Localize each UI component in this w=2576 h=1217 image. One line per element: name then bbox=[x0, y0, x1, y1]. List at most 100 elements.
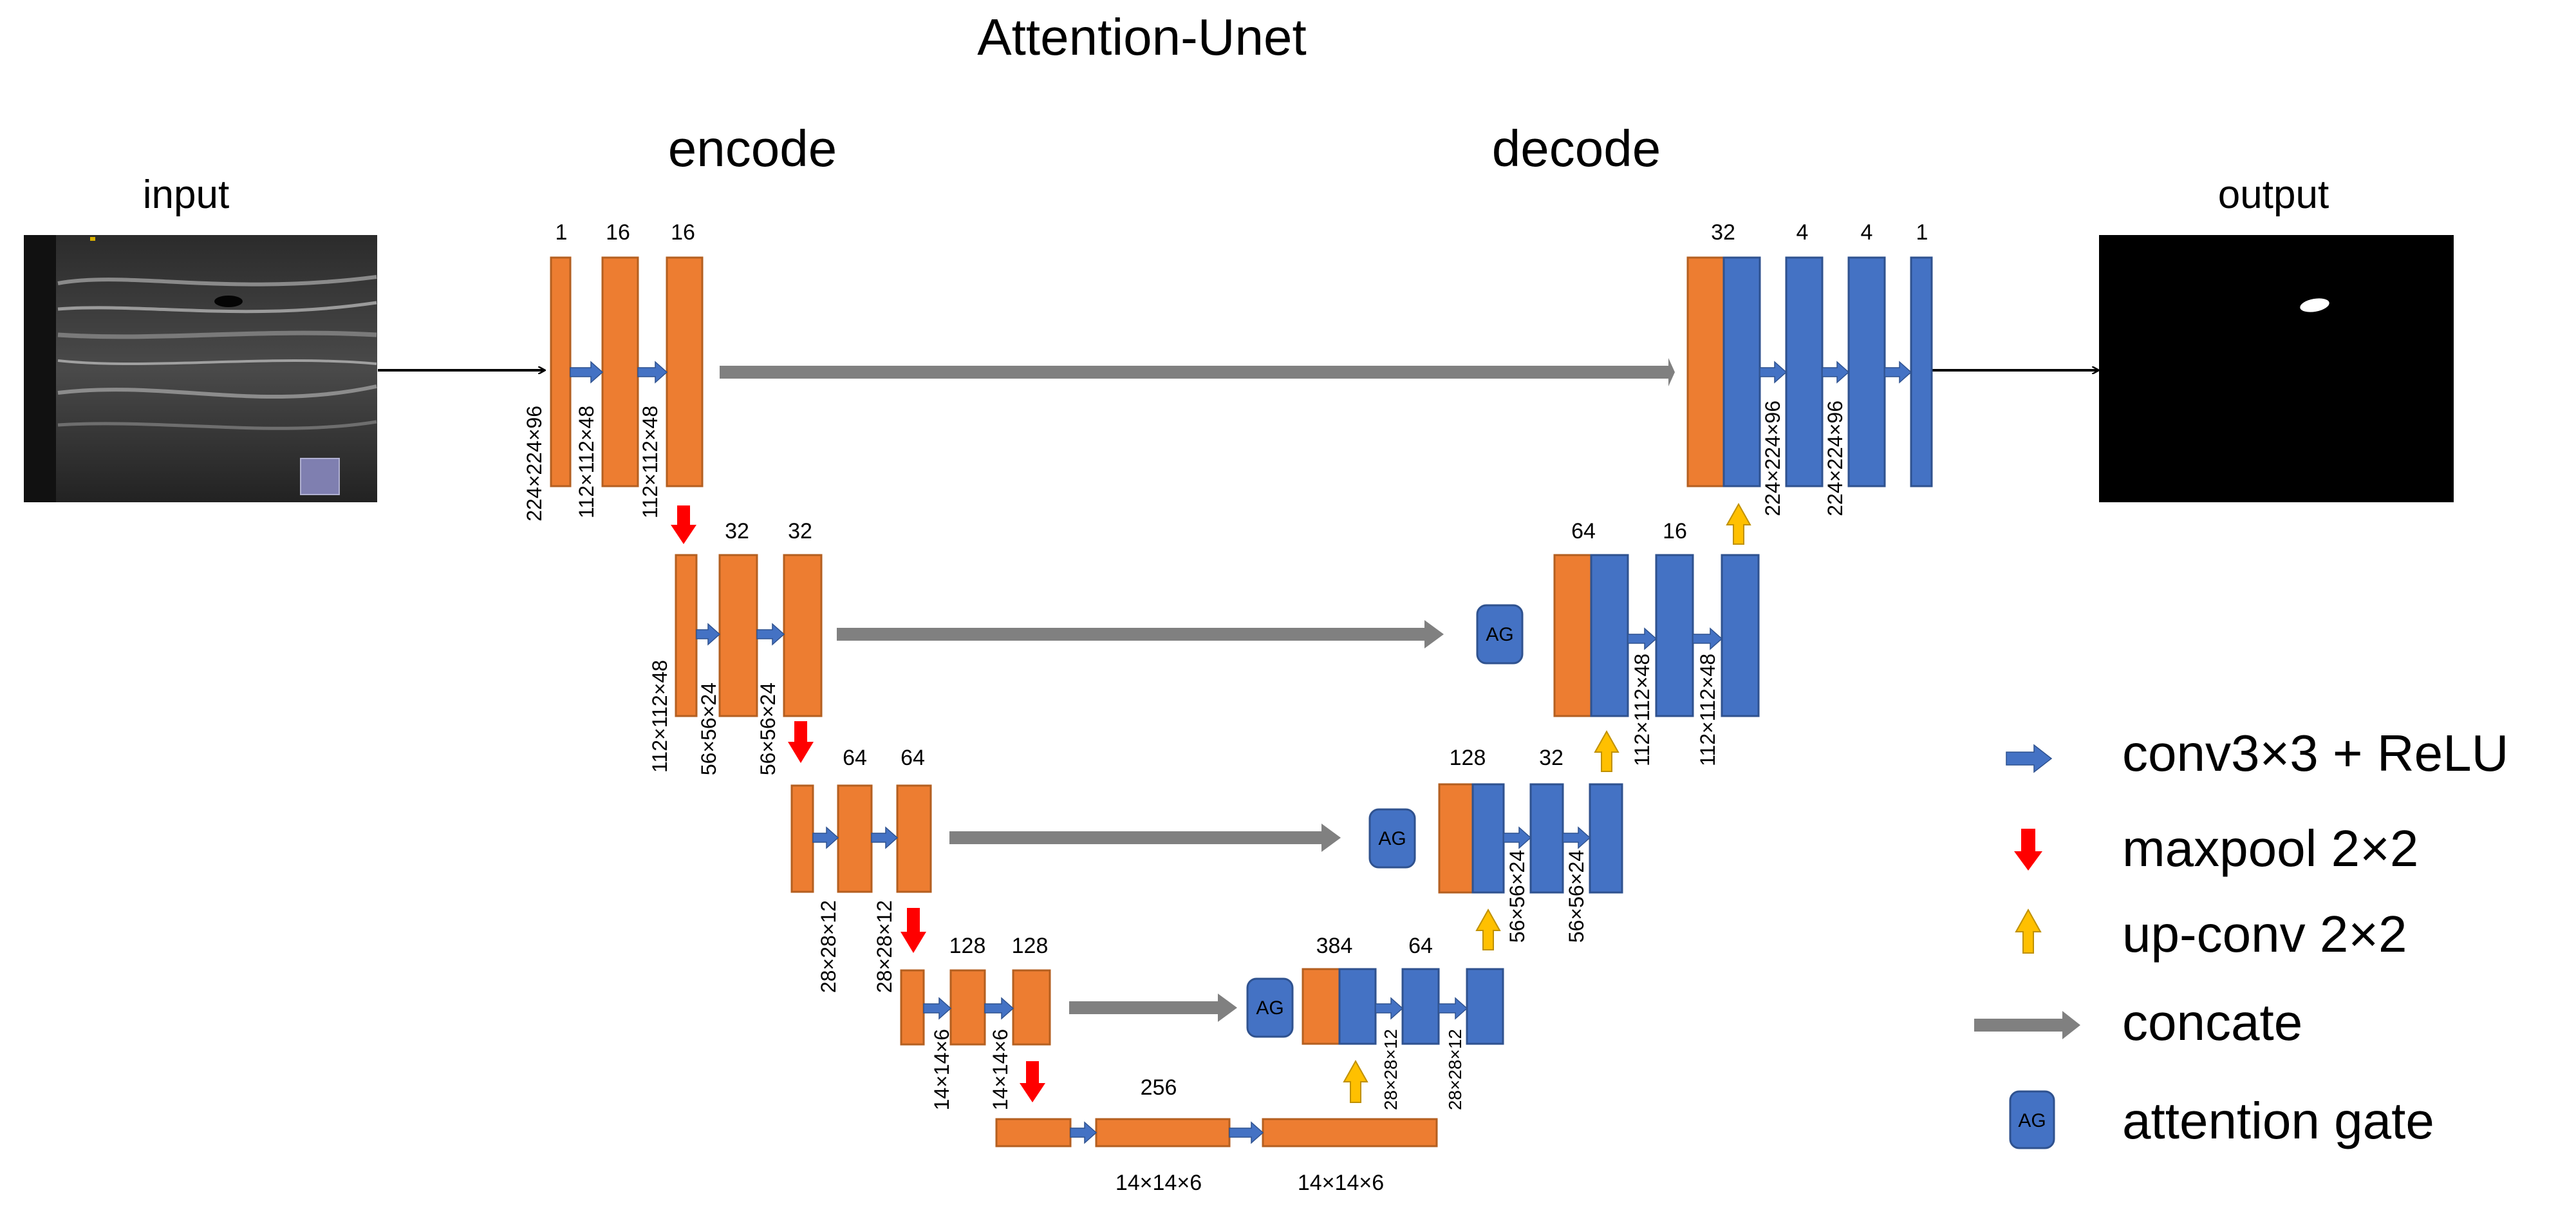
conv-arrow bbox=[1503, 826, 1532, 849]
legend-ag-icon bbox=[2009, 1090, 2055, 1149]
upconv-arrow bbox=[1475, 908, 1501, 950]
conv-arrow bbox=[1692, 627, 1723, 650]
legend-attention-gate-label: attention gate bbox=[2122, 1092, 2434, 1149]
enc1-block-3 bbox=[666, 256, 704, 487]
ag-level3 bbox=[1368, 808, 1416, 869]
enc1-channel-1: 1 bbox=[555, 220, 568, 245]
dec2-block-3 bbox=[1721, 554, 1760, 717]
encoder-level-1 bbox=[550, 256, 704, 487]
dec2-block-2 bbox=[1655, 554, 1694, 717]
encoder-level-3 bbox=[790, 784, 932, 893]
conv-arrow bbox=[1759, 361, 1787, 384]
enc2-channel-1: 32 bbox=[725, 519, 749, 543]
enc2-block-1 bbox=[675, 554, 698, 717]
encoder-level-4 bbox=[900, 969, 1051, 1046]
bottleneck-block-1 bbox=[995, 1118, 1072, 1147]
enc4-size-2: 14×14×6 bbox=[989, 1029, 1012, 1110]
bottleneck bbox=[995, 1118, 1438, 1147]
conv-arrow bbox=[1627, 627, 1657, 650]
conv-arrow bbox=[871, 826, 899, 849]
legend-maxpool-label: maxpool 2×2 bbox=[2122, 820, 2418, 877]
decoder-level-2 bbox=[1476, 554, 1760, 717]
enc3-block-3 bbox=[896, 784, 932, 893]
conv-arrow bbox=[984, 997, 1014, 1020]
legend-concate-icon bbox=[1974, 1011, 2080, 1039]
legend-upconv-label: up-conv 2×2 bbox=[2122, 905, 2407, 963]
dec3-block-2 bbox=[1529, 783, 1564, 894]
input-label: input bbox=[143, 173, 229, 217]
dec1-channel-2: 4 bbox=[1797, 220, 1809, 245]
enc4-block-3 bbox=[1012, 969, 1051, 1046]
dec1-block-2 bbox=[1785, 256, 1824, 487]
ag-level2 bbox=[1476, 604, 1524, 665]
enc3-size-2: 28×28×12 bbox=[873, 900, 896, 993]
dec3-concat-decoder bbox=[1471, 783, 1505, 894]
dec3-concat-encoder bbox=[1438, 783, 1474, 894]
conv-arrow bbox=[1884, 361, 1912, 384]
decoder-level-4 bbox=[1246, 968, 1504, 1045]
upconv-arrow bbox=[1594, 730, 1619, 772]
dec4-block-3 bbox=[1466, 968, 1504, 1045]
enc1-size-2: 112×112×48 bbox=[575, 406, 598, 518]
ag-level4 bbox=[1246, 977, 1294, 1038]
enc3-channel-2: 64 bbox=[901, 746, 925, 770]
output-mask-blob bbox=[2300, 298, 2329, 312]
maxpool-arrow bbox=[671, 505, 696, 544]
encode-label: encode bbox=[668, 120, 837, 177]
conv-arrow bbox=[1438, 997, 1468, 1020]
conv-arrow bbox=[1562, 826, 1591, 849]
dec2-channel-1: 64 bbox=[1571, 519, 1596, 543]
conv-arrow bbox=[637, 361, 668, 384]
enc2-size-3: 56×56×24 bbox=[756, 683, 779, 775]
dec1-concat-decoder bbox=[1722, 256, 1761, 487]
enc4-channel-2: 128 bbox=[1012, 934, 1049, 958]
bottleneck-channel: 256 bbox=[1141, 1075, 1177, 1100]
enc1-channel-2: 16 bbox=[606, 220, 630, 245]
dec1-block-4 bbox=[1910, 256, 1933, 487]
decoder-level-3 bbox=[1368, 783, 1623, 894]
enc3-block-1 bbox=[790, 784, 814, 893]
conv-arrow bbox=[1375, 997, 1404, 1020]
maxpool-arrow bbox=[788, 721, 814, 763]
enc3-block-2 bbox=[837, 784, 873, 893]
bottleneck-block-3 bbox=[1262, 1118, 1438, 1147]
enc2-size-1: 112×112×48 bbox=[648, 660, 671, 773]
dec1-concat-encoder bbox=[1686, 256, 1725, 487]
legend-upconv-icon bbox=[2015, 908, 2042, 954]
dec1-channel-3: 4 bbox=[1861, 220, 1873, 245]
dec2-concat-decoder bbox=[1590, 554, 1629, 717]
bottleneck-size-2: 14×14×6 bbox=[1298, 1171, 1384, 1195]
enc3-size-1: 28×28×12 bbox=[817, 900, 840, 993]
conv-arrow bbox=[1229, 1121, 1264, 1144]
bottleneck-size-1: 14×14×6 bbox=[1115, 1171, 1202, 1195]
dec3-channel-2: 32 bbox=[1539, 746, 1563, 770]
conv-arrow bbox=[812, 826, 839, 849]
output-image bbox=[2099, 235, 2454, 502]
dec1-block-3 bbox=[1847, 256, 1886, 487]
enc4-block-2 bbox=[949, 969, 986, 1046]
enc2-block-3 bbox=[783, 554, 823, 717]
dec3-size-1: 56×56×24 bbox=[1506, 850, 1529, 943]
output-label: output bbox=[2218, 173, 2329, 217]
decode-label: decode bbox=[1492, 120, 1661, 177]
enc1-block-2 bbox=[601, 256, 639, 487]
enc2-size-2: 56×56×24 bbox=[697, 683, 720, 775]
ag-level2-label: AG bbox=[1486, 624, 1513, 645]
conv-arrow bbox=[1822, 361, 1850, 384]
enc1-size-3: 112×112×48 bbox=[639, 406, 662, 518]
dec1-size-1: 224×224×96 bbox=[1761, 401, 1784, 516]
legend: conv3×3 + ReLU maxpool 2×2 up-conv 2×2 c… bbox=[1974, 724, 2508, 1149]
maxpool-arrow bbox=[901, 908, 926, 953]
enc1-size-1: 224×224×96 bbox=[523, 406, 546, 522]
upconv-arrow bbox=[1726, 502, 1751, 545]
ag-level3-label: AG bbox=[1378, 828, 1406, 849]
bottleneck-block-2 bbox=[1095, 1118, 1231, 1147]
ag-level4-label: AG bbox=[1256, 997, 1283, 1019]
dec3-size-2: 56×56×24 bbox=[1565, 850, 1588, 943]
concate-arrow-level4 bbox=[1069, 994, 1237, 1022]
dec2-channel-2: 16 bbox=[1663, 519, 1687, 543]
dec1-size-2: 224×224×96 bbox=[1824, 401, 1847, 516]
dec4-size-1: 28×28×12 bbox=[1381, 1029, 1401, 1110]
